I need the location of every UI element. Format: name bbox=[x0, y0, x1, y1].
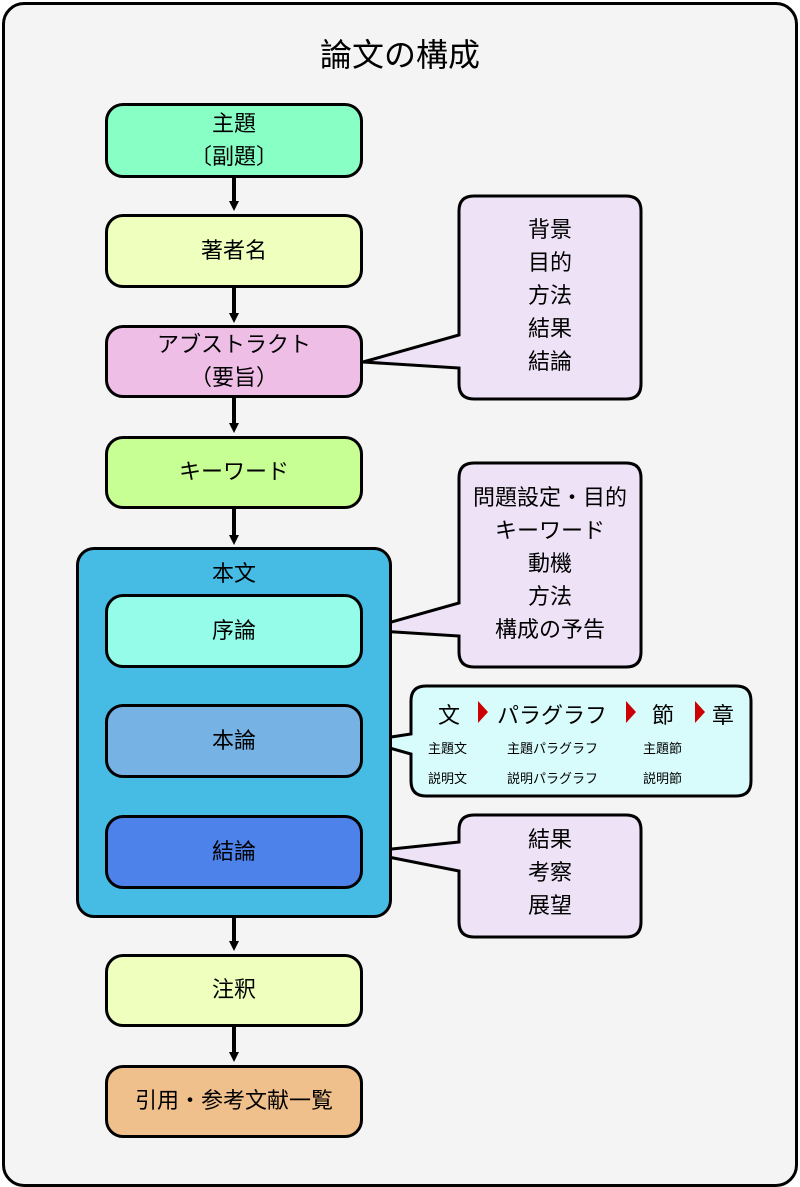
topic-sentence-label: 主題文 bbox=[428, 742, 468, 757]
topic-paragraph-label: 主題パラグラフ bbox=[507, 742, 599, 757]
abstract-note-bubble bbox=[362, 194, 643, 401]
conclusion-note-item: 展望 bbox=[527, 894, 572, 919]
abstract-section-label: アブストラクト bbox=[156, 332, 311, 358]
flow-item-section: 節 bbox=[652, 704, 675, 729]
flow-item-chapter: 章 bbox=[712, 704, 735, 729]
flow-item-sentence: 文 bbox=[438, 704, 461, 729]
notes-section-label: 注釈 bbox=[211, 978, 256, 1003]
keyword-section-box: キーワード bbox=[105, 436, 363, 509]
intro-section-label: 序論 bbox=[211, 618, 256, 644]
intro-section-box: 序論 bbox=[105, 594, 363, 668]
main-note-bubble bbox=[364, 684, 753, 798]
abstract-note-item: 結果 bbox=[527, 317, 572, 342]
topic-section-label: 主題節 bbox=[643, 742, 683, 757]
main-section-label: 本論 bbox=[211, 728, 256, 754]
body-section-label: 本文 bbox=[211, 562, 256, 587]
conclusion-note-item: 結果 bbox=[527, 828, 572, 853]
flow-arrow-2 bbox=[626, 701, 636, 723]
abstract-note-list: 背景 目的 方法 結果 結論 bbox=[459, 214, 641, 379]
conclusion-section-label: 結論 bbox=[211, 839, 256, 865]
conclusion-section-box: 結論 bbox=[105, 815, 363, 889]
intro-note-item: 方法 bbox=[527, 585, 572, 610]
subtitle-section-label: 〔副題〕 bbox=[189, 144, 278, 170]
intro-note-item: 動機 bbox=[527, 552, 572, 577]
abstract-note-item: 方法 bbox=[527, 284, 572, 309]
paragraph-flow-row: 文 パラグラフ 節 章 bbox=[0, 698, 800, 729]
main-section-box: 本論 bbox=[105, 704, 363, 778]
abstract-note-item: 目的 bbox=[527, 251, 572, 276]
abstract-section-box: アブストラクト （要旨） bbox=[105, 325, 363, 398]
abstract-section-sublabel: （要旨） bbox=[189, 365, 278, 391]
intro-note-item: キーワード bbox=[494, 519, 605, 544]
references-section-label: 引用・参考文献一覧 bbox=[134, 1089, 333, 1114]
intro-note-bubble bbox=[362, 461, 643, 669]
flow-item-paragraph: パラグラフ bbox=[497, 704, 608, 729]
conclusion-note-item: 考察 bbox=[527, 861, 572, 886]
support-paragraph-label: 説明パラグラフ bbox=[507, 772, 599, 787]
notes-section-box: 注釈 bbox=[105, 954, 363, 1027]
abstract-note-item: 背景 bbox=[527, 218, 572, 243]
flow-arrow-1 bbox=[478, 701, 488, 723]
author-section-box: 著者名 bbox=[105, 214, 363, 288]
author-section-label: 著者名 bbox=[200, 238, 267, 264]
diagram-title: 論文の構成 bbox=[319, 36, 480, 74]
conclusion-note-bubble bbox=[362, 813, 643, 939]
references-section-box: 引用・参考文献一覧 bbox=[105, 1065, 363, 1138]
flow-arrow-3 bbox=[695, 701, 705, 723]
intro-note-list: 問題設定・目的 キーワード 動機 方法 構成の予告 bbox=[455, 482, 645, 647]
abstract-note-item: 結論 bbox=[527, 350, 572, 375]
support-section-label: 説明節 bbox=[643, 772, 683, 787]
intro-note-item: 構成の予告 bbox=[494, 618, 605, 643]
intro-note-item: 問題設定・目的 bbox=[472, 486, 627, 511]
support-sentence-label: 説明文 bbox=[428, 772, 468, 787]
title-section-box: 主題 〔副題〕 bbox=[105, 103, 363, 178]
keyword-section-label: キーワード bbox=[178, 460, 289, 485]
conclusion-note-list: 結果 考察 展望 bbox=[459, 824, 641, 923]
title-section-label: 主題 bbox=[211, 111, 256, 137]
